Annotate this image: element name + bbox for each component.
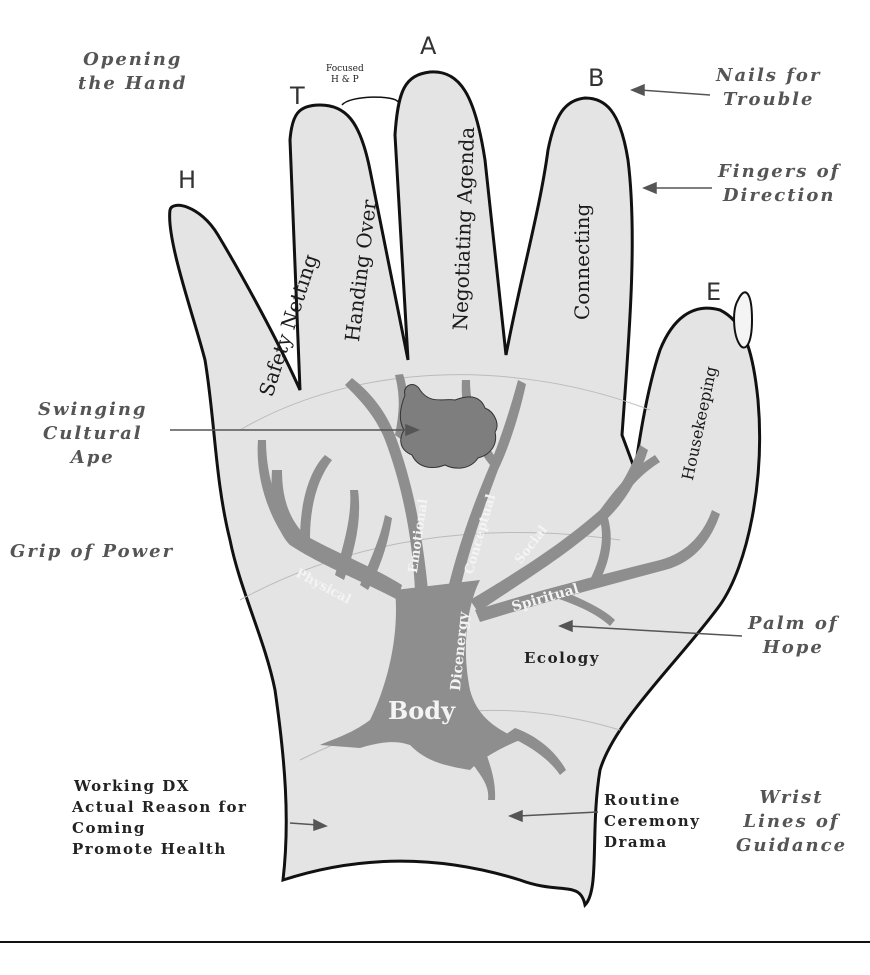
focused-bracket bbox=[342, 97, 398, 105]
finger-letter-b: B bbox=[588, 64, 604, 92]
fingers-of-direction-label: Fingers of Direction bbox=[718, 160, 840, 208]
grip-of-power-label: Grip of Power bbox=[10, 540, 174, 564]
wrist-left-notes: Working DX Actual Reason for Coming Prom… bbox=[72, 776, 247, 860]
wrist-lines-label: Wrist Lines of Guidance bbox=[736, 786, 847, 858]
opening-the-hand-label: Opening the Hand bbox=[78, 48, 187, 96]
finger-label-connecting: Connecting bbox=[570, 204, 594, 320]
finger-letter-a: A bbox=[420, 32, 436, 60]
finger-letter-e: E bbox=[706, 278, 721, 306]
swinging-cultural-ape-label: Swinging Cultural Ape bbox=[38, 398, 148, 470]
palm-of-hope-label: Palm of Hope bbox=[748, 612, 839, 660]
focused-hp-label: Focused H & P bbox=[326, 64, 364, 86]
thumbnail bbox=[734, 292, 752, 347]
wrist-right-notes: Routine Ceremony Drama bbox=[604, 790, 700, 853]
tree-label-body: Body bbox=[388, 696, 455, 725]
nails-for-trouble-label: Nails for Trouble bbox=[716, 64, 821, 112]
finger-letter-t: T bbox=[290, 82, 305, 110]
ecology-label: Ecology bbox=[524, 648, 600, 669]
finger-letter-h: H bbox=[178, 166, 196, 194]
